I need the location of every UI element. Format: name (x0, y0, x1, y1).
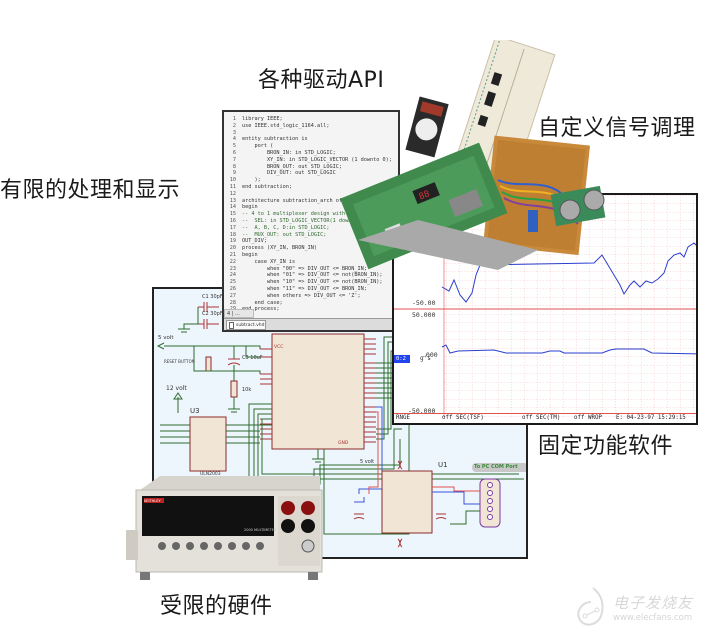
status-bar: RNGE off SEC(TSF) off SEC(TM) off WROP E… (394, 413, 696, 423)
lower-min-label: -50.000 (408, 407, 436, 415)
status-timestamp: E: 04-23-97 15:29:15 (616, 415, 686, 421)
status-sec-tsf: off SEC(TSF) (442, 415, 484, 421)
code-line: 12 (229, 190, 236, 197)
u1-supply-label: 5 volt (360, 459, 375, 465)
caption-fixed-software: 固定功能软件 (538, 434, 674, 459)
caption-driver-api: 各种驱动API (258, 68, 385, 93)
svg-text:88: 88 (418, 189, 432, 202)
code-line: 5 port ( (232, 143, 274, 150)
file-tab[interactable]: subtract.vhd (226, 320, 266, 330)
code-line: 25 when "10" => DIV_OUT <= not(BRON_IN); (229, 279, 383, 286)
code-line: 3 (232, 129, 236, 136)
code-line: 26 when "11" => DIV_OUT <= BRON_IN; (229, 285, 367, 292)
waveform-display: -50.00 50.000 .000 -50.000 0:2 g's RNGE … (392, 193, 698, 425)
multimeter-model: 2000 MULTIMETER (244, 528, 277, 532)
com-port-label: To PC COM Port (474, 464, 518, 470)
caption-limited-processing: 有限的处理和显示 (0, 178, 181, 203)
cap-c2-label: C2 30pF (202, 311, 223, 317)
u3-label: U3 (190, 407, 200, 415)
cap-c3-label: C3 10uF (242, 355, 263, 361)
horizontal-scrollbar[interactable]: 4 | ... (224, 309, 254, 318)
hardware-boards-photo: 88 (339, 40, 606, 270)
watermark-title: 电子发烧友 (613, 594, 694, 612)
channel-badge[interactable]: 0:2 (394, 355, 410, 363)
bench-multimeter (126, 476, 323, 580)
editor-tab-bar: subtract.vhd (224, 318, 398, 330)
supply-5v-label: 5 volt (158, 335, 174, 341)
code-line: 23 when "00" => DIV_OUT <= BRON_IN; (229, 265, 367, 272)
code-line: 9 DIV_OUT: out STD_LOGIC (232, 170, 336, 177)
status-sec-tm: off SEC(TM) (522, 415, 561, 421)
lower-mid-label: .000 (422, 351, 438, 359)
watermark-logo-icon (577, 587, 604, 626)
code-line: 27 when others => DIV_OUT <= 'Z'; (229, 292, 361, 299)
watermark-url: www.elecfans.com (613, 613, 693, 623)
file-icon (229, 322, 234, 329)
resistor-label: 10k (242, 387, 252, 393)
caption-limited-hardware: 受限的硬件 (160, 594, 273, 619)
code-line: 22 case XY_IN is (229, 258, 296, 265)
u1-label: U1 (438, 461, 448, 469)
status-wrop: off WROP (574, 415, 602, 421)
code-line: 7 XY_IN: in STD_LOGIC_VECTOR (1 downto 0… (232, 156, 392, 163)
cap-c1-label: C1 30pF (202, 294, 223, 300)
caption-signal-conditioning: 自定义信号调理 (538, 116, 696, 141)
code-line: 10 ); (229, 177, 261, 184)
file-tab-label: subtract.vhd (236, 323, 265, 328)
code-line: 17-- A, B, C, D:in STD_LOGIC; (229, 224, 330, 231)
status-range: RNGE (396, 415, 410, 421)
reset-button-label: RESET BUTTON (164, 359, 195, 364)
code-line: 24 when "01" => DIV_OUT <= not(BRON_IN); (229, 272, 383, 279)
supply-12v-label: 12 volt (166, 385, 187, 392)
watermark: 电子发烧友 www.elecfans.com (575, 582, 725, 634)
mcu-gnd-label: GND (338, 441, 349, 446)
code-line: 8 BRON_OUT: out STD_LOGIC; (232, 163, 342, 170)
multimeter-brand: KEITHLEY (144, 499, 161, 503)
code-line: 28 end case; (229, 299, 283, 306)
code-line: 6 BRON_IN: in STD_LOGIC; (232, 149, 336, 156)
u3-part-label: ULN2003 (200, 472, 221, 477)
code-line: 18-- MUX_OUT: out STD_LOGIC; (229, 231, 327, 238)
unit-label: g's (420, 355, 431, 362)
lower-max-label: 50.000 (412, 311, 436, 319)
upper-min-label: -50.00 (412, 299, 436, 307)
mcu-vcc-label: VCC (274, 345, 284, 350)
